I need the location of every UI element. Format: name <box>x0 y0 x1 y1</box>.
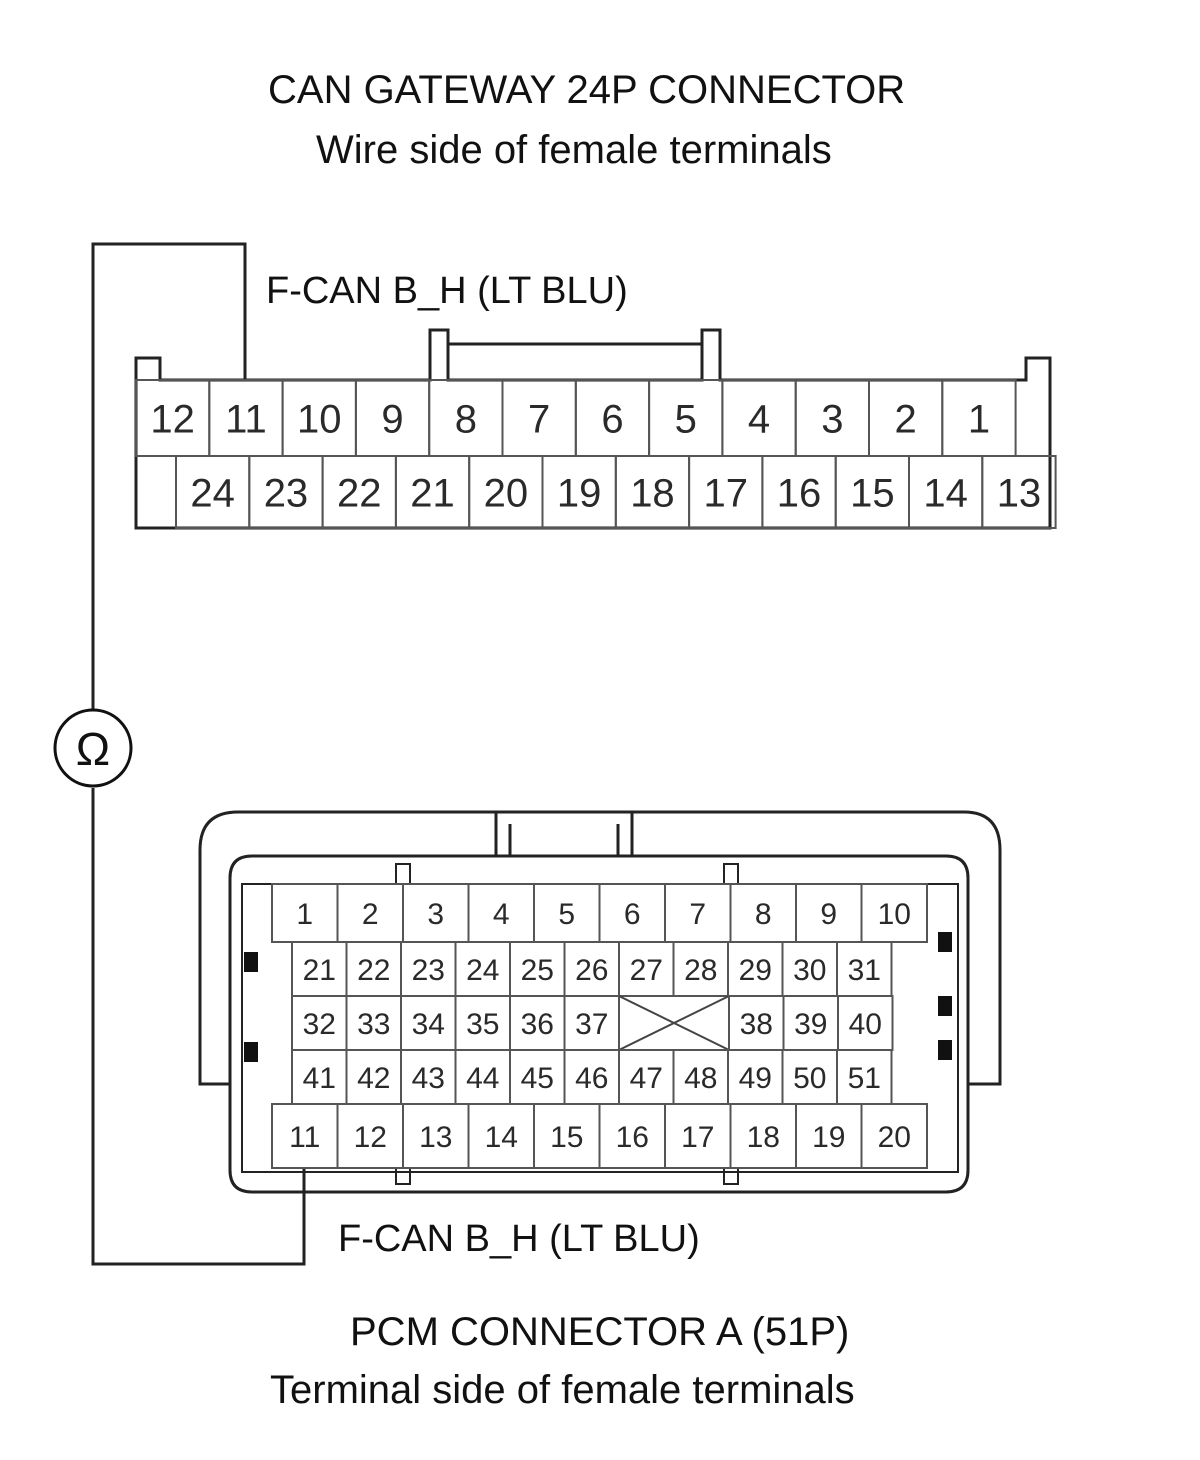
pcm-row4-terminal-49: 49 <box>739 1062 772 1095</box>
pcm-row3-terminal-40: 40 <box>849 1008 882 1041</box>
top-row1-terminal-6: 6 <box>601 397 623 441</box>
pcm-row2-terminal-29: 29 <box>739 954 772 987</box>
pcm-row1-terminal-9: 9 <box>820 898 837 931</box>
top-row2-terminal-20: 20 <box>484 471 529 515</box>
pcm-row5-terminal-12: 12 <box>354 1121 387 1154</box>
top-connector-title: CAN GATEWAY 24P CONNECTOR <box>268 68 906 112</box>
pcm-row4-terminal-44: 44 <box>466 1062 499 1095</box>
top-row1-terminal-1: 1 <box>968 397 990 441</box>
top-row1-terminal-9: 9 <box>381 397 403 441</box>
top-connector-subtitle: Wire side of female terminals <box>316 128 832 172</box>
top-row2-terminal-19: 19 <box>557 471 602 515</box>
pcm-row4-terminal-51: 51 <box>848 1062 881 1095</box>
pcm-row5-terminal-11: 11 <box>289 1121 320 1154</box>
pcm-row1-terminal-10: 10 <box>878 898 911 931</box>
pcm-row1-terminal-3: 3 <box>427 898 444 931</box>
top-row1-terminal-4: 4 <box>748 397 770 441</box>
pcm-row1-terminal-5: 5 <box>558 898 575 931</box>
pcm-row5-terminal-17: 17 <box>681 1121 714 1154</box>
pcm-row5-terminal-19: 19 <box>812 1121 845 1154</box>
pcm-row4-terminal-48: 48 <box>684 1062 717 1095</box>
top-row2-terminal-18: 18 <box>630 471 675 515</box>
top-row1-terminal-10: 10 <box>297 397 342 441</box>
top-row1-terminal-5: 5 <box>675 397 697 441</box>
pcm-row5-terminal-16: 16 <box>616 1121 649 1154</box>
pcm-row1-cell <box>860 883 928 943</box>
ohm-symbol: Ω <box>76 723 110 775</box>
bottom-wire-label: F-CAN B_H (LT BLU) <box>338 1218 700 1260</box>
pcm-row5-cell <box>860 1103 928 1169</box>
pcm-row2-terminal-27: 27 <box>630 954 663 987</box>
pcm-row5-terminal-18: 18 <box>747 1121 780 1154</box>
pcm-row4-terminal-50: 50 <box>793 1062 826 1095</box>
pcm-row1-terminal-6: 6 <box>624 898 641 931</box>
top-row1-terminal-2: 2 <box>895 397 917 441</box>
bottom-connector-subtitle: Terminal side of female terminals <box>270 1368 855 1412</box>
top-row1-terminal-12: 12 <box>150 397 195 441</box>
top-row2-terminal-24: 24 <box>190 471 235 515</box>
pcm-row2-terminal-24: 24 <box>466 954 499 987</box>
top-row1-terminal-7: 7 <box>528 397 550 441</box>
pcm-row2-terminal-28: 28 <box>684 954 717 987</box>
pcm-row2-terminal-21: 21 <box>303 954 336 987</box>
top-row1-terminal-11: 11 <box>225 397 267 441</box>
bottom-connector-latch <box>494 810 634 858</box>
pcm-row5-terminal-20: 20 <box>878 1121 911 1154</box>
pcm-row4-terminal-42: 42 <box>357 1062 390 1095</box>
pcm-row2-terminal-22: 22 <box>357 954 390 987</box>
pcm-row3-terminal-33: 33 <box>357 1008 390 1041</box>
pcm-row1-terminal-1: 1 <box>296 898 313 931</box>
pcm-row3-terminal-38: 38 <box>740 1008 773 1041</box>
pcm-row3-terminal-34: 34 <box>412 1008 445 1041</box>
bottom-connector-title: PCM CONNECTOR A (51P) <box>350 1310 850 1354</box>
pcm-row2-terminal-26: 26 <box>575 954 608 987</box>
pcm-row4-terminal-41: 41 <box>303 1062 336 1095</box>
pcm-row4-terminal-46: 46 <box>575 1062 608 1095</box>
pcm-row2-terminal-31: 31 <box>848 954 881 987</box>
pcm-row4-terminal-47: 47 <box>630 1062 663 1095</box>
pcm-row5-terminal-15: 15 <box>550 1121 583 1154</box>
pcm-row1-terminal-8: 8 <box>755 898 772 931</box>
top-row2-terminal-23: 23 <box>264 471 309 515</box>
top-wire-label: F-CAN B_H (LT BLU) <box>266 270 628 312</box>
top-row2-terminal-14: 14 <box>923 471 968 515</box>
top-row1-terminal-3: 3 <box>821 397 843 441</box>
top-row2-terminal-16: 16 <box>777 471 822 515</box>
top-row2-terminal-15: 15 <box>850 471 895 515</box>
pcm-row3-terminal-32: 32 <box>303 1008 336 1041</box>
pcm-row3-terminal-36: 36 <box>521 1008 554 1041</box>
ohmmeter-icon: Ω <box>53 708 133 788</box>
pcm-row1-terminal-7: 7 <box>689 898 706 931</box>
top-row2-terminal-17: 17 <box>704 471 749 515</box>
top-row2-terminal-13: 13 <box>997 471 1042 515</box>
pcm-row2-terminal-23: 23 <box>412 954 445 987</box>
pcm-row1-terminal-4: 4 <box>493 898 510 931</box>
pcm-row3-terminal-35: 35 <box>466 1008 499 1041</box>
top-row2-terminal-21: 21 <box>410 471 455 515</box>
pcm-row2-terminal-30: 30 <box>793 954 826 987</box>
pcm-row3-terminal-37: 37 <box>575 1008 608 1041</box>
top-row2-cell <box>981 455 1057 529</box>
pcm-row1-terminal-2: 2 <box>362 898 379 931</box>
pcm-row5-terminal-13: 13 <box>419 1121 452 1154</box>
pcm-row3-terminal-39: 39 <box>794 1008 827 1041</box>
pcm-row2-terminal-25: 25 <box>521 954 554 987</box>
probe-wire <box>91 242 306 1266</box>
top-row1-terminal-8: 8 <box>455 397 477 441</box>
pcm-row4-terminal-45: 45 <box>521 1062 554 1095</box>
bottom-connector-shell <box>198 810 1002 1086</box>
top-row2-terminal-22: 22 <box>337 471 382 515</box>
pcm-row4-terminal-43: 43 <box>412 1062 445 1095</box>
pcm-row5-terminal-14: 14 <box>485 1121 518 1154</box>
